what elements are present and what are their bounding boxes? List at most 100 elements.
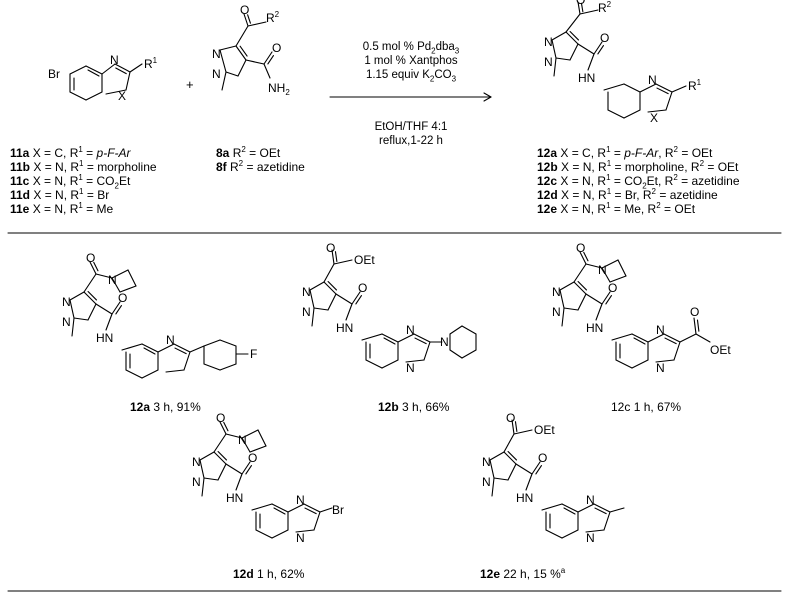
bond	[95, 303, 113, 315]
double-bond	[583, 251, 589, 262]
nitrogen-label: N	[656, 323, 665, 337]
reaction-conditions-above: 0.5 mol % Pd2dba3 1 mol % Xantphos 1.15 …	[362, 41, 460, 84]
nitrogen-label: N	[192, 475, 201, 489]
bond	[263, 63, 271, 79]
amide-label-list: 8a R2 = OEt 8f R2 = azetidine	[216, 145, 305, 175]
double-bond	[93, 261, 99, 272]
bond	[569, 43, 579, 61]
double-bond	[605, 295, 613, 305]
bond	[105, 89, 127, 95]
bond	[503, 451, 517, 465]
azetidine-nitrogen-label: N	[238, 433, 247, 447]
bond	[647, 109, 667, 113]
bond	[213, 451, 227, 465]
caption-12d: 12d 1 h, 62%	[233, 567, 305, 581]
bond	[73, 317, 89, 321]
bond	[247, 21, 267, 27]
nitrogen-label: N	[192, 455, 201, 469]
bond	[603, 83, 625, 91]
arrow-head	[483, 92, 492, 98]
bond	[679, 333, 697, 343]
oxygen-label: O	[538, 451, 547, 465]
bond	[345, 303, 353, 321]
bond	[541, 503, 563, 511]
bond	[203, 339, 221, 347]
amide-nh-label: HN	[336, 321, 353, 335]
double-bond	[414, 337, 427, 345]
double-bond	[696, 319, 700, 332]
oxygen-label: O	[690, 305, 699, 319]
bond	[143, 347, 156, 355]
bond	[255, 529, 273, 539]
bond	[257, 429, 267, 447]
bond	[83, 291, 97, 305]
bond	[585, 293, 603, 305]
bond	[601, 291, 611, 305]
bond	[165, 369, 185, 373]
bond	[655, 83, 673, 93]
double-bond	[223, 421, 229, 432]
fluorine-label: F	[250, 347, 257, 361]
bond	[663, 333, 681, 343]
bond	[551, 31, 567, 41]
bond	[111, 277, 121, 293]
bond	[531, 461, 541, 475]
bond	[647, 333, 665, 343]
bond	[219, 49, 227, 73]
oxygen-label: O	[326, 241, 335, 255]
bromide-label-11b: 11b X = N, R1 = morpholine	[10, 159, 157, 175]
bond	[513, 429, 533, 435]
bond	[381, 359, 399, 369]
nitrogen-label: N	[648, 73, 657, 87]
oxygen-label: O	[608, 281, 617, 295]
bond	[631, 333, 649, 343]
double-bond	[569, 30, 580, 41]
oxygen-label: O	[506, 411, 515, 425]
nitrogen-label: N	[166, 333, 175, 347]
bond	[157, 343, 175, 353]
oxygen-label: O	[240, 3, 249, 17]
nitrogen-label: N	[552, 305, 561, 319]
caption-12e: 12e 22 h, 15 %a	[480, 566, 566, 582]
ethoxy-label: OEt	[710, 343, 731, 357]
bond	[129, 63, 143, 73]
double-bond	[597, 45, 605, 55]
bromide-label-11a: 11a X = C, R1 = p-F-Ar	[10, 145, 131, 161]
oxygen-label: O	[248, 451, 257, 465]
bond	[631, 359, 649, 369]
r1-label: R1	[688, 78, 702, 93]
double-bond	[245, 465, 253, 475]
bond	[219, 363, 237, 371]
bond	[593, 503, 611, 513]
bond	[89, 261, 97, 275]
bond	[511, 419, 515, 435]
bond	[241, 437, 251, 453]
bond	[221, 71, 227, 91]
bond	[381, 333, 399, 343]
bond	[573, 263, 587, 283]
ethoxy-label: OEt	[354, 253, 375, 267]
bond	[95, 273, 113, 279]
bond	[361, 333, 383, 341]
oxygen-label: O	[576, 241, 585, 255]
bond	[141, 369, 159, 379]
bond	[125, 71, 131, 91]
amide-label-8a: 8a R2 = OEt	[216, 145, 281, 161]
bond	[309, 289, 315, 309]
bond	[127, 269, 137, 287]
bond	[105, 313, 113, 331]
double-bond	[115, 305, 123, 315]
bond	[309, 281, 325, 291]
bromine-label: Br	[332, 503, 344, 517]
nitrogen-label: N	[586, 493, 595, 507]
nitrogen-label: N	[544, 55, 553, 69]
bond	[199, 459, 205, 479]
caption-12a: 12a 3 h, 91%	[130, 400, 201, 414]
amide-nh-label: HN	[96, 331, 113, 345]
caption-12b: 12b 3 h, 66%	[378, 400, 450, 414]
double-bond	[656, 87, 669, 95]
reaction-conditions-below: EtOH/THF 4:1 reflux,1-22 h	[374, 121, 448, 147]
bond	[245, 59, 265, 65]
bond	[565, 13, 581, 33]
